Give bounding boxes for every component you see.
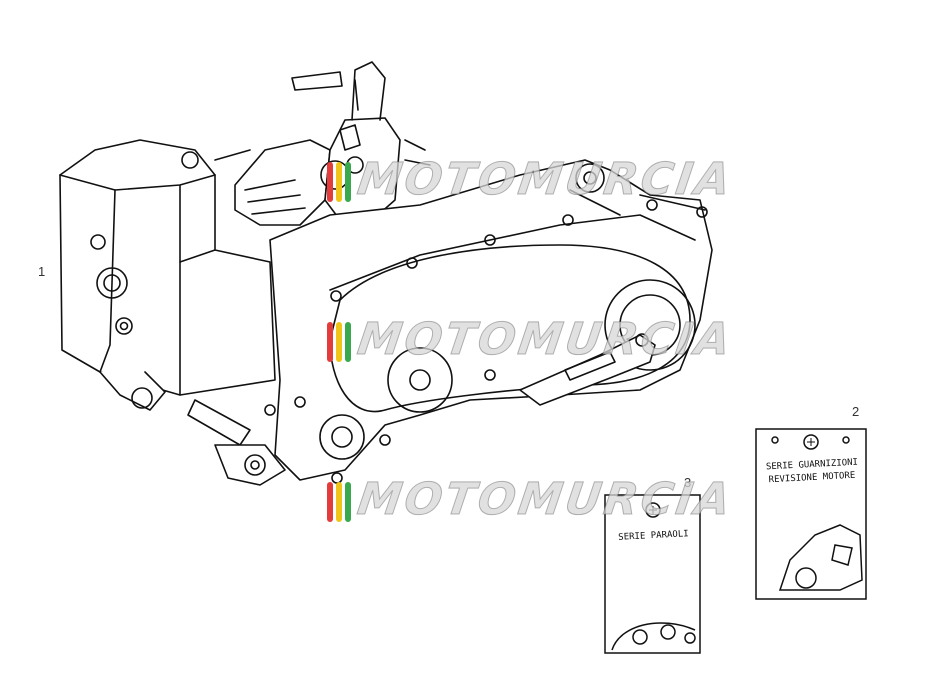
mounting-bracket [99,371,286,486]
watermark-stripes-icon [327,482,353,522]
callout-number-1: 1 [38,264,46,279]
oil-seal-card-drawing [604,494,701,654]
transmission-cover [269,159,713,481]
watermark-text: MOTOMURCIA [354,474,737,526]
watermark-text: MOTOMURCIA [354,154,737,206]
kick-start-lever [519,333,656,406]
watermark-stripes-icon [327,162,353,202]
cylinder-head [181,139,331,226]
bolts [264,194,708,484]
carburettor [291,61,431,223]
callout-number-2: 2 [852,404,860,419]
cooling-shroud [59,139,276,396]
gasket-kit-card-drawing [755,428,867,600]
watermark-stripes-icon [327,322,353,362]
callout-number-3: 3 [684,475,692,490]
watermark-text: MOTOMURCIA [354,314,737,366]
